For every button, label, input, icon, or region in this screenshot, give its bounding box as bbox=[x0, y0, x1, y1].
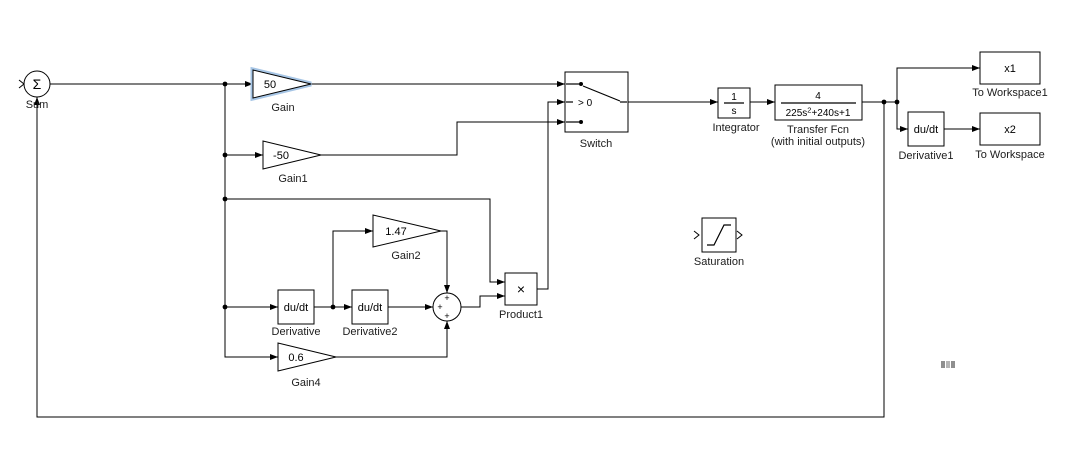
transfer-fcn-denominator: 225s2+240s+1 bbox=[786, 106, 851, 120]
product1-label: Product1 bbox=[499, 309, 543, 321]
branch-dot bbox=[222, 304, 228, 310]
branch-dot bbox=[222, 152, 228, 158]
add-plus-top: + bbox=[444, 293, 449, 303]
derivative2-block[interactable] bbox=[351, 289, 389, 325]
sum-label: Sum bbox=[26, 99, 49, 111]
wire-transferfcn-to-workspace1[interactable] bbox=[862, 65, 980, 103]
wire-gain2-to-add-in1[interactable] bbox=[441, 230, 450, 293]
to-workspace1-label: To Workspace1 bbox=[972, 87, 1048, 99]
sum-block[interactable] bbox=[23, 70, 51, 98]
derivative-value: du/dt bbox=[284, 302, 308, 314]
derivative-label: Derivative bbox=[272, 326, 321, 338]
add-plus-left: + bbox=[437, 302, 442, 312]
gain2-block[interactable] bbox=[372, 214, 442, 248]
gain1-label: Gain1 bbox=[278, 173, 307, 185]
transfer-fcn-label: Transfer Fcn bbox=[787, 124, 849, 136]
derivative1-block[interactable] bbox=[907, 111, 945, 147]
product1-block[interactable] bbox=[504, 272, 538, 306]
product1-symbol: × bbox=[517, 281, 525, 297]
gain4-block[interactable] bbox=[277, 342, 337, 372]
transfer-fcn-den-sup: 2 bbox=[807, 106, 811, 115]
gain1-block[interactable] bbox=[262, 140, 322, 170]
gain1-value: -50 bbox=[273, 150, 289, 162]
gain2-label: Gain2 bbox=[391, 250, 420, 262]
saturation-curve-icon bbox=[707, 224, 731, 246]
wire-add-to-product1-in2[interactable] bbox=[461, 293, 505, 308]
derivative1-value: du/dt bbox=[914, 124, 938, 136]
sum-input-port-icon bbox=[18, 79, 25, 89]
transfer-fcn-sublabel: (with initial outputs) bbox=[771, 136, 865, 148]
derivative2-value: du/dt bbox=[358, 302, 382, 314]
switch-port3-dot bbox=[579, 120, 583, 124]
branch-dot bbox=[222, 196, 228, 202]
branch-dot bbox=[894, 99, 900, 105]
integrator-denominator: s bbox=[732, 106, 737, 117]
to-workspace1-block[interactable] bbox=[979, 51, 1041, 85]
saturation-output-port-icon bbox=[736, 230, 743, 240]
branch-dot bbox=[330, 304, 336, 310]
switch-label: Switch bbox=[580, 138, 612, 150]
switch-port1-dot bbox=[579, 82, 583, 86]
sum-symbol: Σ bbox=[33, 76, 42, 92]
transfer-fcn-den-base: 225s bbox=[786, 108, 808, 119]
branch-dot bbox=[881, 99, 887, 105]
switch-criteria: > 0 bbox=[578, 98, 593, 109]
integrator-numerator: 1 bbox=[731, 92, 737, 103]
wire-gain1-to-switch-in3[interactable] bbox=[321, 119, 565, 156]
switch-lever bbox=[582, 85, 621, 102]
gain-block[interactable] bbox=[252, 69, 312, 99]
saturation-input-port-icon bbox=[693, 230, 700, 240]
wire-branch-to-product1-in1[interactable] bbox=[224, 155, 505, 285]
switch-block[interactable] bbox=[564, 71, 629, 133]
gain-label: Gain bbox=[271, 102, 294, 114]
derivative-block[interactable] bbox=[277, 289, 315, 325]
wire-product1-to-switch-in2[interactable] bbox=[537, 99, 565, 290]
add-plus-bottom: + bbox=[444, 311, 449, 321]
to-workspace-value: x2 bbox=[1004, 124, 1016, 136]
to-workspace-label: To Workspace bbox=[975, 149, 1045, 161]
derivative2-label: Derivative2 bbox=[342, 326, 397, 338]
branch-dot bbox=[222, 81, 228, 87]
to-workspace1-value: x1 bbox=[1004, 63, 1016, 75]
to-workspace-block[interactable] bbox=[979, 112, 1041, 146]
gain2-value: 1.47 bbox=[385, 226, 406, 238]
annotation-badge-icon[interactable] bbox=[941, 361, 955, 368]
gain-value: 50 bbox=[264, 79, 276, 91]
gain4-value: 0.6 bbox=[288, 352, 303, 364]
transfer-fcn-numerator: 4 bbox=[815, 91, 821, 102]
wire-branch-to-derivative[interactable] bbox=[224, 199, 278, 310]
add-block[interactable] bbox=[432, 292, 462, 322]
wire-feedback-to-sum[interactable] bbox=[34, 97, 885, 418]
wire-branch-to-gain4[interactable] bbox=[224, 307, 278, 360]
wire-gain4-to-add-in3[interactable] bbox=[336, 321, 450, 358]
integrator-label: Integrator bbox=[712, 122, 759, 134]
saturation-label: Saturation bbox=[694, 256, 744, 268]
wire-branch-to-gain2[interactable] bbox=[332, 228, 373, 307]
transfer-fcn-den-rest: +240s+1 bbox=[811, 108, 850, 119]
derivative1-label: Derivative1 bbox=[898, 150, 953, 162]
gain4-label: Gain4 bbox=[291, 377, 320, 389]
wire-branch-to-derivative1[interactable] bbox=[896, 102, 908, 132]
